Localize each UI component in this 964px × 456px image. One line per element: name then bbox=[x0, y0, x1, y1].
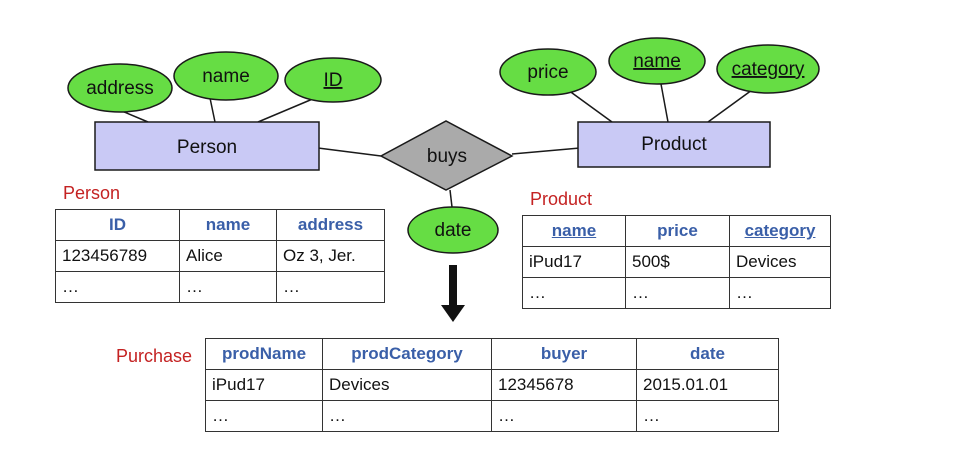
table-row: … … … … bbox=[205, 400, 779, 432]
attribute-price bbox=[499, 48, 597, 96]
product-table-title: Product bbox=[530, 189, 593, 209]
attribute-date-label: date bbox=[435, 220, 472, 241]
purchase-table: prodName prodCategory buyer date iPud17 … bbox=[205, 338, 779, 432]
table-cell: iPud17 bbox=[205, 369, 323, 401]
table-cell: … bbox=[276, 271, 385, 303]
table-header-row: ID name address bbox=[55, 209, 385, 241]
connector-person-buys bbox=[317, 147, 382, 157]
attribute-address-label: address bbox=[86, 78, 154, 99]
table-cell: 500$ bbox=[625, 246, 730, 278]
table-cell: … bbox=[625, 277, 730, 309]
attribute-id-label: ID bbox=[324, 70, 343, 91]
column-header: address bbox=[276, 209, 385, 241]
attribute-category bbox=[716, 44, 820, 94]
table-cell: … bbox=[522, 277, 626, 309]
table-cell: 12345678 bbox=[491, 369, 637, 401]
person-table-title: Person bbox=[63, 183, 121, 203]
column-header: ID bbox=[55, 209, 180, 241]
column-header: name bbox=[522, 215, 626, 247]
column-header: category bbox=[729, 215, 831, 247]
attribute-person-name bbox=[173, 51, 279, 101]
attribute-address bbox=[67, 63, 173, 113]
connector-category-product bbox=[707, 89, 753, 123]
table-cell: Devices bbox=[322, 369, 492, 401]
column-header: prodCategory bbox=[322, 338, 492, 370]
connector-id-person bbox=[257, 97, 316, 123]
relationship-buys-label: buys bbox=[427, 146, 467, 167]
connector-buys-date bbox=[449, 189, 453, 208]
purchase-table-title: Purchase bbox=[116, 346, 193, 366]
product-entity bbox=[577, 121, 771, 168]
table-row: … … … bbox=[55, 271, 385, 303]
down-arrow-icon bbox=[441, 265, 465, 322]
attribute-person-name-label: name bbox=[202, 66, 250, 87]
table-cell: … bbox=[322, 400, 492, 432]
table-header-row: name price category bbox=[522, 215, 831, 247]
attribute-price-label: price bbox=[527, 62, 568, 83]
table-cell: … bbox=[205, 400, 323, 432]
table-cell: 2015.01.01 bbox=[636, 369, 779, 401]
column-header: date bbox=[636, 338, 779, 370]
attribute-product-name bbox=[608, 37, 706, 85]
table-cell: … bbox=[491, 400, 637, 432]
person-entity bbox=[94, 121, 320, 171]
table-cell: Devices bbox=[729, 246, 831, 278]
connector-buys-product bbox=[511, 147, 581, 155]
table-cell: Alice bbox=[179, 240, 277, 272]
table-cell: Oz 3, Jer. bbox=[276, 240, 385, 272]
person-table: ID name address 123456789 Alice Oz 3, Je… bbox=[55, 209, 385, 303]
connector-price-product bbox=[567, 89, 613, 123]
table-cell: … bbox=[55, 271, 180, 303]
table-row: iPud17 Devices 12345678 2015.01.01 bbox=[205, 369, 779, 401]
table-header-row: prodName prodCategory buyer date bbox=[205, 338, 779, 370]
product-entity-label: Product bbox=[641, 134, 707, 155]
person-entity-label: Person bbox=[177, 137, 237, 158]
column-header: buyer bbox=[491, 338, 637, 370]
table-cell: … bbox=[636, 400, 779, 432]
column-header: price bbox=[625, 215, 730, 247]
product-table: name price category iPud17 500$ Devices … bbox=[522, 215, 831, 309]
table-cell: … bbox=[729, 277, 831, 309]
table-row: … … … bbox=[522, 277, 831, 309]
column-header: prodName bbox=[205, 338, 323, 370]
relationship-buys bbox=[379, 120, 514, 191]
table-row: iPud17 500$ Devices bbox=[522, 246, 831, 278]
table-cell: iPud17 bbox=[522, 246, 626, 278]
attribute-category-label: category bbox=[732, 59, 805, 80]
connector-name-person bbox=[209, 97, 216, 123]
table-cell: … bbox=[179, 271, 277, 303]
table-cell: 123456789 bbox=[55, 240, 180, 272]
column-header: name bbox=[179, 209, 277, 241]
attribute-date bbox=[407, 206, 499, 254]
connector-name-product bbox=[660, 83, 669, 123]
attribute-id bbox=[284, 57, 382, 103]
attribute-product-name-label: name bbox=[633, 51, 681, 72]
table-row: 123456789 Alice Oz 3, Jer. bbox=[55, 240, 385, 272]
